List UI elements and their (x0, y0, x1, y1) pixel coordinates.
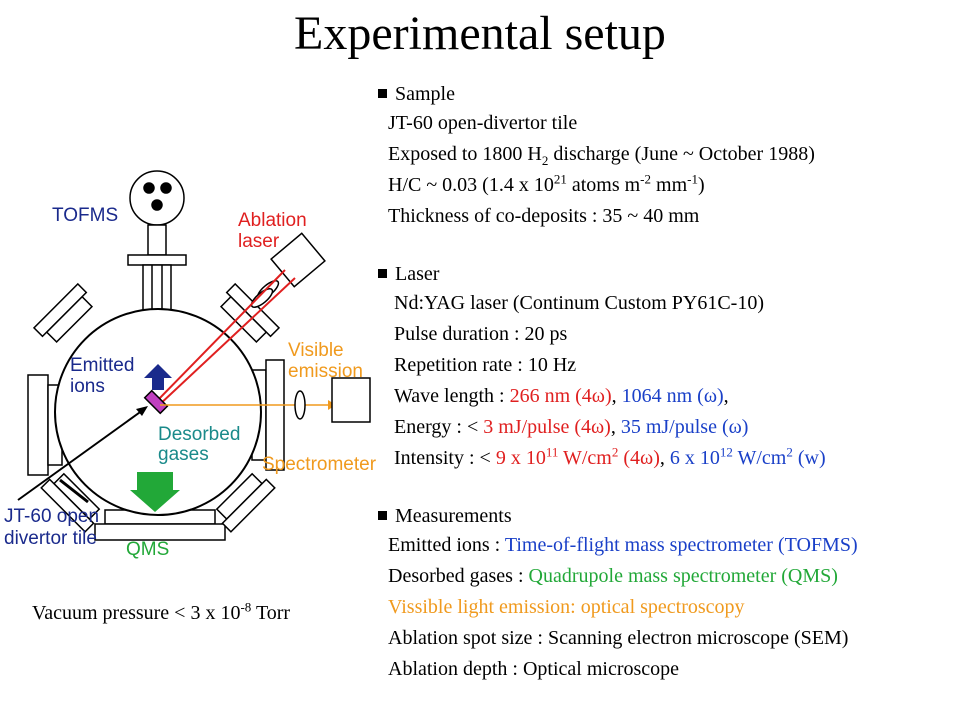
gases-method: Quadrupole mass spectrometer (QMS) (528, 565, 838, 587)
hc-part-3: mm (651, 174, 688, 196)
measure-gases: Desorbed gases : Quadrupole mass spectro… (378, 561, 958, 592)
qms-label: QMS (126, 539, 170, 560)
wavelength-4w: 266 nm (4ω) (509, 385, 612, 407)
chamber-diagram: TOFMS Ablation laser Visible emission Em… (0, 150, 400, 600)
exposure-period: discharge (June ~ October 1988) (548, 143, 815, 165)
vacuum-text: Vacuum pressure < 3 x 10 (32, 602, 241, 624)
laser-heading-text: Laser (395, 263, 440, 285)
sample-thickness: Thickness of co-deposits : 35 ~ 40 mm (388, 205, 700, 227)
intensity-4w-base: 9 x 10 (495, 447, 546, 469)
ablation-laser-label-2: laser (238, 231, 280, 252)
visible-emission-label-2: emission (288, 361, 363, 382)
laser-pulse: Pulse duration : 20 ps (394, 323, 568, 345)
left-port (27, 374, 63, 476)
measure-spot: Ablation spot size : Scanning electron m… (388, 627, 849, 649)
intensity-w-base: 6 x 10 (669, 447, 720, 469)
hc-part-1: H/C ~ 0.03 (1.4 x 10 (388, 174, 554, 196)
wavelength-sep: , (611, 385, 622, 407)
intensity-w-tag: (w) (792, 447, 826, 469)
visible-emission-label-1: Visible (288, 340, 344, 361)
intensity-4w-tag: (4ω) (618, 447, 660, 469)
page-title: Experimental setup (294, 7, 666, 60)
bullet-icon (378, 511, 387, 520)
laser-repetition: Repetition rate : 10 Hz (394, 354, 577, 376)
chamber-svg (17, 170, 371, 541)
sample-tile: JT-60 open-divertor tile (388, 112, 578, 134)
laser-wavelength: Wave length : 266 nm (4ω), 1064 nm (ω), (378, 381, 958, 412)
sample-exposure: Exposed to 1800 H2 discharge (June ~ Oct… (378, 139, 958, 170)
laser-section: Laser Nd:YAG laser (Continum Custom PY61… (378, 260, 958, 474)
target-tile (143, 389, 169, 415)
intensity-label: Intensity : < (394, 447, 496, 469)
intensity-4w-unit-exp: 2 (611, 444, 619, 460)
laser-beams (154, 269, 296, 407)
laser-energy: Energy : < 3 mJ/pulse (4ω), 35 mJ/pulse … (378, 412, 958, 443)
measurements-heading: Measurements (378, 502, 958, 530)
vacuum-unit: Torr (251, 602, 291, 624)
desorbed-gases-label-1: Desorbed (158, 424, 241, 445)
ions-label: Emitted ions : (388, 534, 505, 556)
collection-lens (294, 390, 306, 420)
hc-exp-3: -1 (687, 171, 698, 187)
measure-ions: Emitted ions : Time-of-flight mass spect… (378, 530, 958, 561)
measure-depth: Ablation depth : Optical microscope (388, 658, 680, 680)
energy-sep: , (610, 416, 621, 438)
spectrometer-label: Spectrometer (262, 454, 377, 475)
intensity-w: 6 x 1012 W/cm2 (w) (669, 444, 826, 469)
desorbed-gases-label-2: gases (158, 444, 209, 465)
measure-visible: Vissible light emission: optical spectro… (388, 596, 745, 618)
bottom-port (94, 509, 226, 541)
intensity-4w-exp: 11 (545, 444, 559, 460)
tofms-label: TOFMS (52, 205, 119, 226)
exposure-text: Exposed to 1800 H (388, 143, 542, 165)
sample-section: Sample JT-60 open-divertor tile Exposed … (378, 80, 958, 232)
vacuum-exponent: -8 (240, 599, 252, 615)
intensity-sep: , (659, 447, 670, 469)
vacuum-pressure: Vacuum pressure < 3 x 10-8 Torr (32, 600, 290, 626)
ablation-laser-device (250, 232, 326, 308)
emitted-ions-label-1: Emitted (70, 355, 135, 376)
hc-exp-2: -2 (640, 171, 652, 187)
energy-4w: 3 mJ/pulse (4ω) (483, 416, 611, 438)
hc-exp-1: 21 (553, 171, 567, 187)
exposure-subscript: 2 (541, 153, 549, 168)
sample-heading: Sample (378, 80, 958, 108)
emitted-ions-arrow (144, 364, 172, 390)
ablation-laser-label-1: Ablation (238, 210, 307, 231)
desorbed-gases-arrow (130, 472, 180, 512)
spectrometer-box (331, 377, 371, 423)
intensity-w-exp: 12 (719, 444, 733, 460)
divertor-tile-label-1: JT-60 open (4, 506, 100, 527)
intensity-w-unit-exp: 2 (786, 444, 793, 460)
sample-hc-ratio: H/C ~ 0.03 (1.4 x 1021 atoms m-2 mm-1) (378, 170, 958, 201)
bullet-icon (378, 269, 387, 278)
wavelength-end: , (723, 385, 729, 407)
diagonal-ports (32, 282, 281, 533)
wavelength-w: 1064 nm (ω) (621, 385, 724, 407)
manipulator-rod (59, 478, 89, 504)
intensity-w-unit: W/cm (732, 447, 787, 469)
measurements-section: Measurements Emitted ions : Time-of-flig… (378, 502, 958, 685)
hc-part-4: ) (697, 174, 705, 196)
emitted-ions-label-2: ions (70, 376, 105, 397)
hc-part-2: atoms m (566, 174, 641, 196)
ions-method: Time-of-flight mass spectrometer (TOFMS) (504, 534, 858, 556)
intensity-4w: 9 x 1011 W/cm2 (4ω) (495, 444, 660, 469)
wavelength-label: Wave length : (394, 385, 510, 407)
energy-w: 35 mJ/pulse (ω) (620, 416, 749, 438)
energy-label: Energy : < (394, 416, 484, 438)
bullet-icon (378, 89, 387, 98)
measurements-heading-text: Measurements (395, 505, 512, 527)
laser-model: Nd:YAG laser (Continum Custom PY61C-10) (394, 292, 764, 314)
tile-pointer-line (17, 409, 144, 501)
laser-intensity: Intensity : < 9 x 1011 W/cm2 (4ω), 6 x 1… (378, 443, 958, 474)
gases-label: Desorbed gases : (388, 565, 529, 587)
tile-pointer-head (136, 406, 148, 416)
divertor-tile-label-2: divertor tile (4, 528, 97, 549)
laser-heading: Laser (378, 260, 958, 288)
intensity-4w-unit: W/cm (558, 447, 612, 469)
details-panel: Sample JT-60 open-divertor tile Exposed … (378, 80, 958, 685)
sample-heading-text: Sample (395, 83, 455, 105)
